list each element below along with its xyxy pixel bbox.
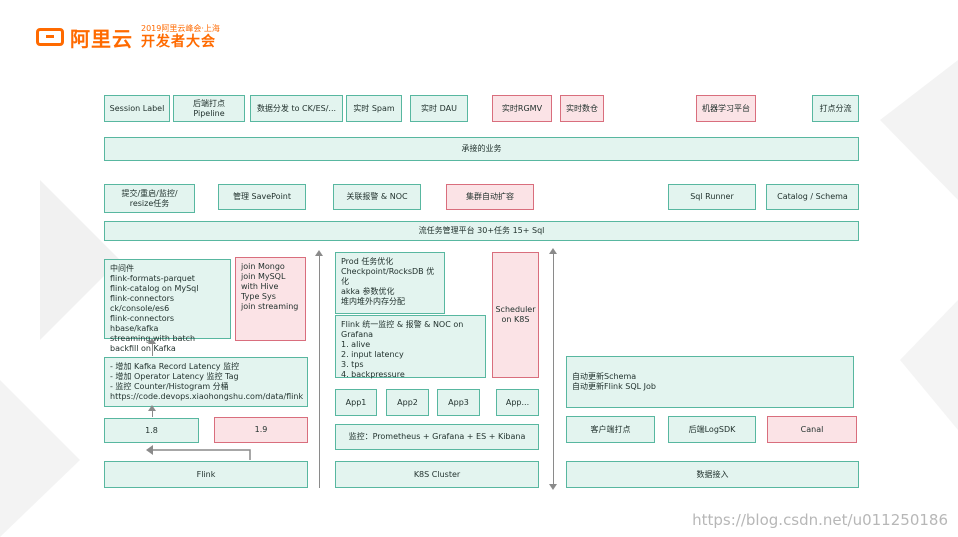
business-bar: 承接的业务 xyxy=(104,137,859,161)
k8s-cluster: K8S Cluster xyxy=(335,461,539,488)
biz-data-dispatch: 数据分发 to CK/ES/... xyxy=(250,95,343,122)
data-client-tracking: 客户端打点 xyxy=(566,416,655,443)
aliyun-logo-icon xyxy=(36,28,64,46)
mgmt-savepoint: 管理 SavePoint xyxy=(218,184,306,210)
arrow-18-to-latency xyxy=(148,405,156,417)
mgmt-cluster-autoscale: 集群自动扩容 xyxy=(446,184,534,210)
biz-ml-platform: 机器学习平台 xyxy=(696,95,756,122)
divider-k8s-data xyxy=(549,248,557,490)
flink-middleware: 中间件 flink-formats-parquet flink-catalog … xyxy=(104,259,231,353)
biz-event-split: 打点分流 xyxy=(812,95,859,122)
mgmt-alert-noc: 关联报警 & NOC xyxy=(333,184,421,210)
k8s-monitor-stack: 监控：Prometheus + Grafana + ES + Kibana xyxy=(335,424,539,450)
arrow-latency-to-middleware xyxy=(148,338,156,356)
k8s-app-more: App... xyxy=(496,389,539,416)
logo-event-line1: 2019阿里云峰会·上海 xyxy=(141,24,220,33)
biz-realtime-dau: 实时 DAU xyxy=(410,95,468,122)
flink-version-1-9: 1.9 xyxy=(214,417,308,443)
watermark: https://blog.csdn.net/u011250186 xyxy=(692,511,948,529)
arrow-19-to-18 xyxy=(146,445,251,460)
k8s-grafana-monitoring: Flink 统一监控 & 报警 & NOC on Grafana 1. aliv… xyxy=(335,315,486,379)
k8s-scheduler: Scheduler on K8S xyxy=(492,252,539,378)
k8s-app3: App3 xyxy=(437,389,480,416)
k8s-app1: App1 xyxy=(335,389,377,416)
flink-joins: join Mongo join MySQL with Hive Type Sys… xyxy=(235,257,306,341)
logo-event-line2: 开发者大会 xyxy=(141,34,216,50)
biz-backend-pipeline: 后端打点 Pipeline xyxy=(173,95,245,122)
biz-realtime-rgmv: 实时RGMV xyxy=(492,95,552,122)
biz-session-label: Session Label xyxy=(104,95,170,122)
mgmt-sql-runner: Sql Runner xyxy=(668,184,756,210)
data-canal: Canal xyxy=(767,416,857,443)
flink-version-1-8: 1.8 xyxy=(104,418,199,443)
biz-realtime-spam: 实时 Spam xyxy=(346,95,402,122)
flink-base: Flink xyxy=(104,461,308,488)
platform-bar: 流任务管理平台 30+任务 15+ Sql xyxy=(104,221,859,241)
aliyun-logo: 阿里云 2019阿里云峰会·上海 开发者大会 xyxy=(36,22,220,52)
data-backend-logsdk: 后端LogSDK xyxy=(668,416,756,443)
logo-event: 2019阿里云峰会·上海 开发者大会 xyxy=(141,24,220,50)
mgmt-submit-restart: 提交/重启/监控/ resize任务 xyxy=(104,184,195,213)
flink-latency-monitor: - 增加 Kafka Record Latency 监控 - 增加 Operat… xyxy=(104,357,308,407)
mgmt-catalog-schema: Catalog / Schema xyxy=(766,184,859,210)
k8s-app2: App2 xyxy=(386,389,429,416)
biz-realtime-warehouse: 实时数仓 xyxy=(560,95,604,122)
data-auto-update: 自动更新Schema 自动更新Flink SQL Job xyxy=(566,356,854,408)
divider-flink-k8s xyxy=(315,250,323,488)
k8s-prod-optimization: Prod 任务优化 Checkpoint/RocksDB 优化 akka 参数优… xyxy=(335,252,445,314)
logo-brand: 阿里云 xyxy=(70,26,133,51)
data-ingestion: 数据接入 xyxy=(566,461,859,488)
